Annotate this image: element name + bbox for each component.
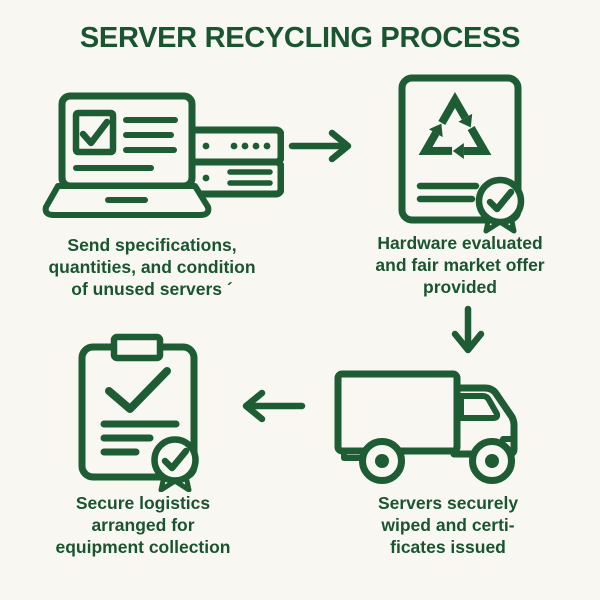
caption-line: of unused servers ´	[71, 279, 233, 299]
step1-caption: Send specifications, quantities, and con…	[12, 234, 292, 300]
caption-line: wiped and certi-	[381, 515, 515, 535]
laptop-icon	[42, 92, 212, 218]
step3-caption: Servers securely wiped and certi- ficate…	[323, 492, 573, 558]
award-badge-icon	[151, 436, 199, 492]
step4-caption: Secure logistics arranged for equipment …	[13, 492, 273, 558]
recycle-symbol-icon	[418, 91, 492, 159]
caption-line: equipment collection	[55, 537, 231, 557]
clipboard-check-badge-icon	[64, 332, 209, 492]
caption-line: ficates issued	[390, 537, 506, 557]
caption-line: Hardware evaluated	[377, 233, 543, 253]
recycle-document-badge-icon	[392, 70, 532, 235]
caption-line: and fair market offer	[375, 255, 545, 275]
laptop-checklist-server-icon	[34, 80, 284, 230]
arrow-down-icon	[450, 304, 486, 360]
arrow-right-icon	[288, 128, 358, 164]
server-unit-icon	[178, 126, 284, 198]
caption-line: Servers securely	[377, 493, 519, 513]
award-badge-icon	[475, 176, 525, 234]
caption-line: quantities, and condition	[48, 257, 256, 277]
page-title: SERVER RECYCLING PROCESS	[79, 22, 521, 54]
caption-line: arranged for	[91, 515, 195, 535]
caption-line: Send specifications,	[67, 235, 237, 255]
delivery-truck-icon	[330, 362, 540, 487]
arrow-left-icon	[236, 388, 306, 424]
truck-wheel-rear	[359, 438, 405, 484]
truck-wheel-front	[469, 438, 515, 484]
caption-line: provided	[423, 277, 497, 297]
caption-line: Secure logistics	[75, 493, 211, 513]
step2-caption: Hardware evaluated and fair market offer…	[330, 232, 590, 298]
